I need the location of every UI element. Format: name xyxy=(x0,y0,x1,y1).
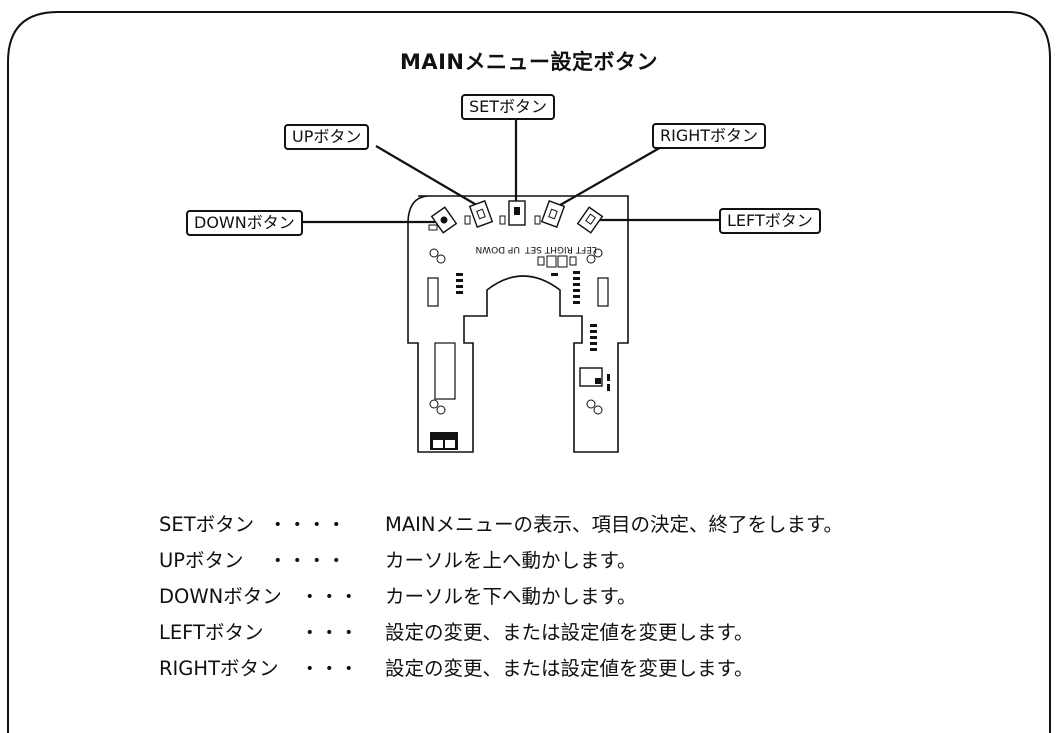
board-button-set xyxy=(508,200,526,226)
description-text: 設定の変更、または設定値を変更します。 xyxy=(385,621,754,644)
description-text: 設定の変更、または設定値を変更します。 xyxy=(385,657,754,680)
description-label: DOWNボタン xyxy=(159,585,282,608)
description-row: DOWNボタン ・・・ カーソルを下へ動かします。 xyxy=(0,580,1058,610)
description-row: SETボタン ・・・・ MAINメニューの表示、項目の決定、終了をします。 xyxy=(0,508,1058,538)
silkscreen-labels: UP DOWN LEFT RIGHT SET xyxy=(475,244,597,254)
description-row: UPボタン ・・・・ カーソルを上へ動かします。 xyxy=(0,544,1058,574)
description-dots: ・・・・ xyxy=(268,513,347,536)
board-button-left xyxy=(576,206,604,234)
callout-left-button: LEFTボタン xyxy=(719,208,821,234)
callout-down-button: DOWNボタン xyxy=(186,210,303,236)
description-label: SETボタン xyxy=(159,513,255,536)
description-text: カーソルを上へ動かします。 xyxy=(385,549,637,572)
description-dots: ・・・ xyxy=(300,585,359,608)
description-text: MAINメニューの表示、項目の決定、終了をします。 xyxy=(385,513,844,536)
description-dots: ・・・ xyxy=(300,621,359,644)
board-button-right xyxy=(540,200,566,228)
description-label: RIGHTボタン xyxy=(159,657,279,680)
silk-text-left: UP DOWN xyxy=(475,244,520,254)
description-text: カーソルを下へ動かします。 xyxy=(385,585,637,608)
description-dots: ・・・・ xyxy=(268,549,347,572)
description-row: LEFTボタン ・・・ 設定の変更、または設定値を変更します。 xyxy=(0,616,1058,646)
callout-right-button: RIGHTボタン xyxy=(652,123,767,149)
description-label: UPボタン xyxy=(159,549,244,572)
description-label: LEFTボタン xyxy=(159,621,264,644)
callout-set-button: SETボタン xyxy=(461,94,556,120)
board-outline xyxy=(407,195,629,453)
page-title: MAINメニュー設定ボタン xyxy=(399,50,659,74)
description-row: RIGHTボタン ・・・ 設定の変更、または設定値を変更します。 xyxy=(0,652,1058,682)
callout-up-button: UPボタン xyxy=(284,124,370,150)
silk-text-right: LEFT RIGHT SET xyxy=(525,244,597,254)
description-dots: ・・・ xyxy=(300,657,359,680)
board-button-up xyxy=(468,200,494,228)
